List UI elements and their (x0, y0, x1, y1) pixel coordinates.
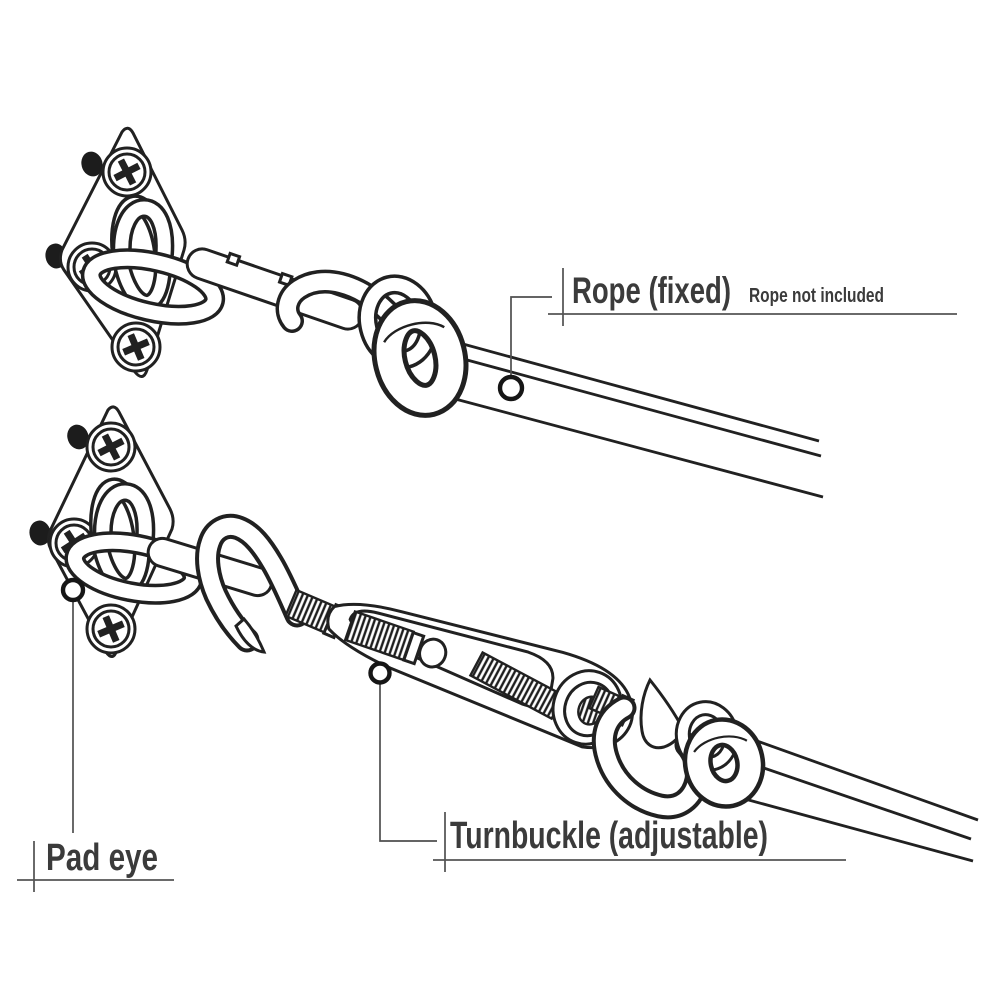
callout-marker-rope (497, 374, 525, 402)
label-rope-fixed: Rope (fixed) (572, 270, 731, 311)
label-pad-eye: Pad eye (46, 837, 158, 879)
callout-rope: Rope (fixed) Rope not included (497, 268, 957, 402)
chain-link-top (80, 197, 226, 326)
mount-pin-icon (67, 424, 89, 450)
hook-tip (639, 677, 685, 750)
rope-eye-bottom (682, 717, 766, 809)
assembly-bottom: Turnbuckle (adjustable) Pad eye (17, 405, 979, 892)
gate-notch-icon (225, 251, 242, 268)
label-turnbuckle: Turnbuckle (adjustable) (450, 815, 768, 857)
rope-eye-top (371, 298, 469, 418)
hook-tip (234, 616, 267, 654)
hook-left (195, 513, 310, 654)
rope-bottom (744, 739, 979, 863)
mount-pin-icon (81, 151, 103, 177)
rope-top (443, 339, 824, 499)
label-rope-note: Rope not included (749, 285, 884, 307)
screw-icon (101, 146, 153, 198)
callout-marker-turnbuckle (368, 661, 392, 685)
callout-turnbuckle: Turnbuckle (adjustable) (368, 661, 846, 872)
turnbuckle-body (326, 602, 634, 750)
screw-icon (110, 321, 162, 373)
screw-icon (85, 603, 137, 655)
callout-marker-pad-eye (60, 577, 86, 603)
callout-pad-eye: Pad eye (17, 577, 174, 892)
screw-icon (85, 421, 137, 473)
assembly-top: Rope (fixed) Rope not included (45, 126, 957, 499)
screw-dome-end (418, 637, 448, 669)
chain-link-bottom (64, 481, 204, 605)
